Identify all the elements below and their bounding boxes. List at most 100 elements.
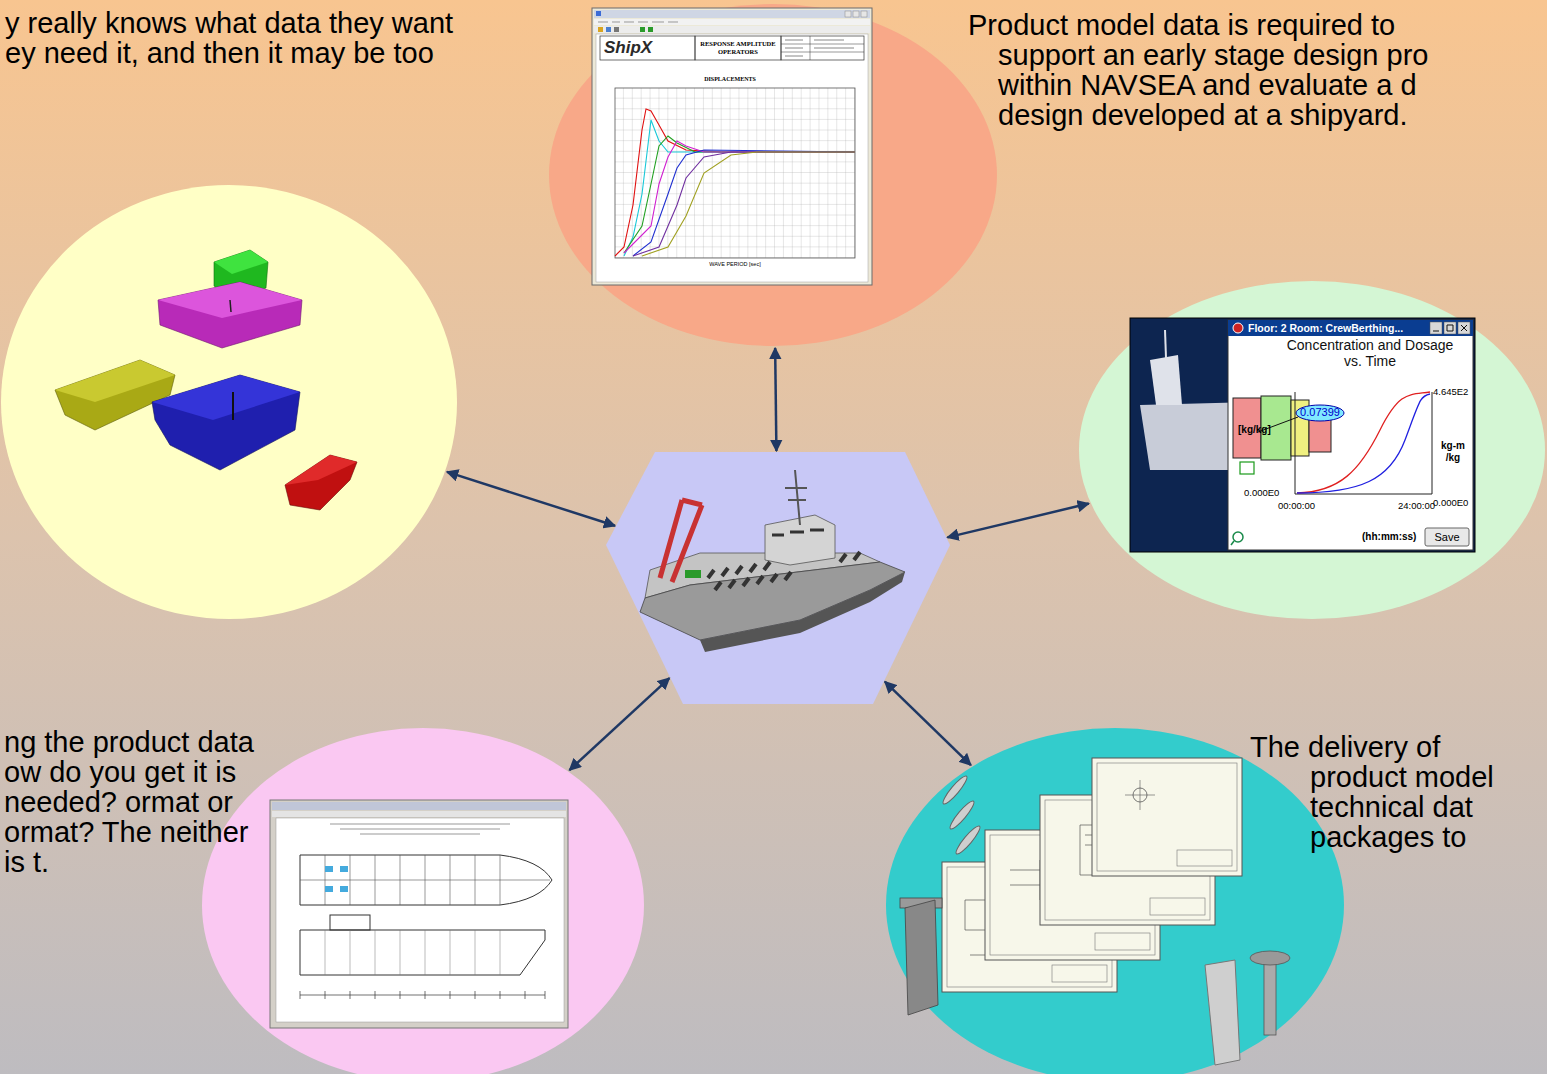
drawing-sheet: [942, 862, 1117, 992]
arrangement-screenshot: [325, 930, 500, 975]
double-arrow: [885, 682, 971, 765]
part-models: [1264, 960, 1276, 1035]
drawing-sheet: [1092, 758, 1242, 876]
dispersion-screenshot: [1231, 541, 1234, 545]
report-title: RESPONSE AMPLITUDE OPERATORS: [696, 40, 780, 56]
shipx-screenshot: [598, 27, 603, 32]
blocks-bubble: y really knows what data they want ey ne…: [0, 184, 458, 620]
dispersion-screenshot: [1258, 417, 1298, 432]
hull-blocks: [230, 300, 231, 312]
hull-blocks: [55, 360, 175, 430]
part-models: [940, 774, 969, 807]
shipx-screenshot: [781, 36, 864, 60]
dispersion-screenshot: [1433, 325, 1467, 331]
hull-blocks: [158, 282, 302, 348]
hull-blocks: [152, 375, 300, 470]
ship-model: [640, 562, 905, 640]
drawing-sheet: [1150, 898, 1205, 915]
ship-model: [772, 530, 824, 535]
text-holder: (hh:mm:ss): [1362, 531, 1416, 543]
shipx-screenshot: [594, 19, 870, 25]
dispersion-screenshot: [1444, 322, 1456, 334]
text-holder: 4.645E2: [1433, 386, 1468, 397]
shipx-screenshot: [594, 10, 870, 18]
chart-title: Concentration and Dosage vs. Time: [1282, 337, 1458, 369]
ship-model: [765, 515, 835, 565]
shipx-screenshot: [615, 109, 855, 256]
double-arrow: [447, 472, 615, 526]
text-holder: Product model data is required to suppor…: [968, 10, 1448, 130]
dispersion-screenshot: [1458, 322, 1470, 334]
ship-model: [685, 570, 701, 578]
logo-text: ShipX: [604, 38, 692, 58]
shipx-screenshot: [640, 27, 645, 32]
button-label: Save: [1425, 530, 1469, 544]
arrangement-screenshot: [300, 855, 550, 905]
drawing-bubble: ng the product data ow do you get it is …: [201, 727, 645, 1074]
ellipse-shape: [201, 727, 645, 1074]
product-model-hub: [604, 450, 952, 706]
text-holder: [kg/kg]: [1238, 424, 1271, 436]
value-callout: 0.07399: [1298, 406, 1342, 419]
text-holder: 0.000E0: [1244, 487, 1279, 498]
text-holder: y really knows what data they want ey ne…: [5, 8, 470, 68]
window-title: Floor: 2 Room: CrewBerthing...: [1248, 321, 1403, 335]
shipx-screenshot: [592, 8, 872, 285]
shipx-screenshot: [861, 11, 867, 17]
ship-model: [700, 572, 905, 652]
axis-unit: kg-m /kg: [1435, 440, 1471, 464]
arrangement-screenshot: [270, 800, 568, 1028]
hull-blocks: [232, 392, 234, 420]
drawing-sheet: [1010, 860, 1080, 900]
dispersion-screenshot: [1130, 318, 1475, 552]
drawing-sheet: [1052, 965, 1107, 982]
axis-value: 0.000E0: [1244, 487, 1279, 498]
drawing-sheet: [965, 890, 1025, 955]
dispersion-screenshot: [1291, 400, 1309, 456]
text-holder: DISPLACEMENTS: [700, 76, 760, 83]
text-holder: WAVE PERIOD [sec]: [705, 261, 765, 268]
dispersion-screenshot: [1297, 394, 1430, 493]
ellipse-fill: [549, 4, 997, 346]
text-holder: The delivery of product model technical …: [1250, 732, 1520, 852]
ship-model: [660, 500, 702, 582]
part-models: [953, 824, 982, 857]
shipx-screenshot: [594, 26, 870, 33]
text-holder: 0.07399: [1298, 406, 1342, 419]
part-models: [900, 774, 1290, 1065]
arrangement-screenshot: [340, 866, 348, 872]
shipx-screenshot: [615, 88, 855, 258]
dispersion-screenshot: [1425, 528, 1469, 546]
shipx-screenshot: [845, 11, 851, 17]
shipx-screenshot: [615, 109, 855, 256]
arrangement-screenshot: [330, 824, 510, 834]
drawing-sheet: [1177, 850, 1232, 866]
dispersion-screenshot: [1261, 396, 1291, 460]
dispersion-screenshot: [1233, 398, 1261, 458]
drawing-sheet: [985, 830, 1160, 960]
shipx-screenshot: [592, 8, 872, 285]
hub-shape: [604, 450, 952, 706]
slide-caption: y really knows what data they want ey ne…: [5, 8, 470, 68]
dispersion-screenshot: [1430, 322, 1442, 334]
arrangement-screenshot: [272, 802, 566, 810]
shipx-screenshot: [614, 27, 619, 32]
ellipse-shape: [885, 727, 1345, 1074]
hull-blocks: [55, 360, 175, 402]
hull-blocks: [285, 455, 357, 510]
shipx-screenshot: [781, 36, 864, 60]
drawing-sheet: [990, 835, 1155, 955]
dispersion-screenshot: [1233, 532, 1243, 542]
shipx-screenshot: [606, 27, 611, 32]
hub-fill: [606, 452, 950, 704]
dispersion-screenshot: [1130, 318, 1475, 552]
drawing-sheet: [947, 867, 1112, 987]
simulation-bubble: Floor: 2 Room: CrewBerthing... Concentrat…: [1078, 280, 1546, 620]
slide-caption: ng the product data ow do you get it is …: [4, 727, 264, 877]
shipx-screenshot: [598, 22, 678, 23]
drawing-sheet: [1092, 758, 1242, 876]
shipx-screenshot: [633, 152, 855, 256]
part-models: [947, 799, 976, 832]
